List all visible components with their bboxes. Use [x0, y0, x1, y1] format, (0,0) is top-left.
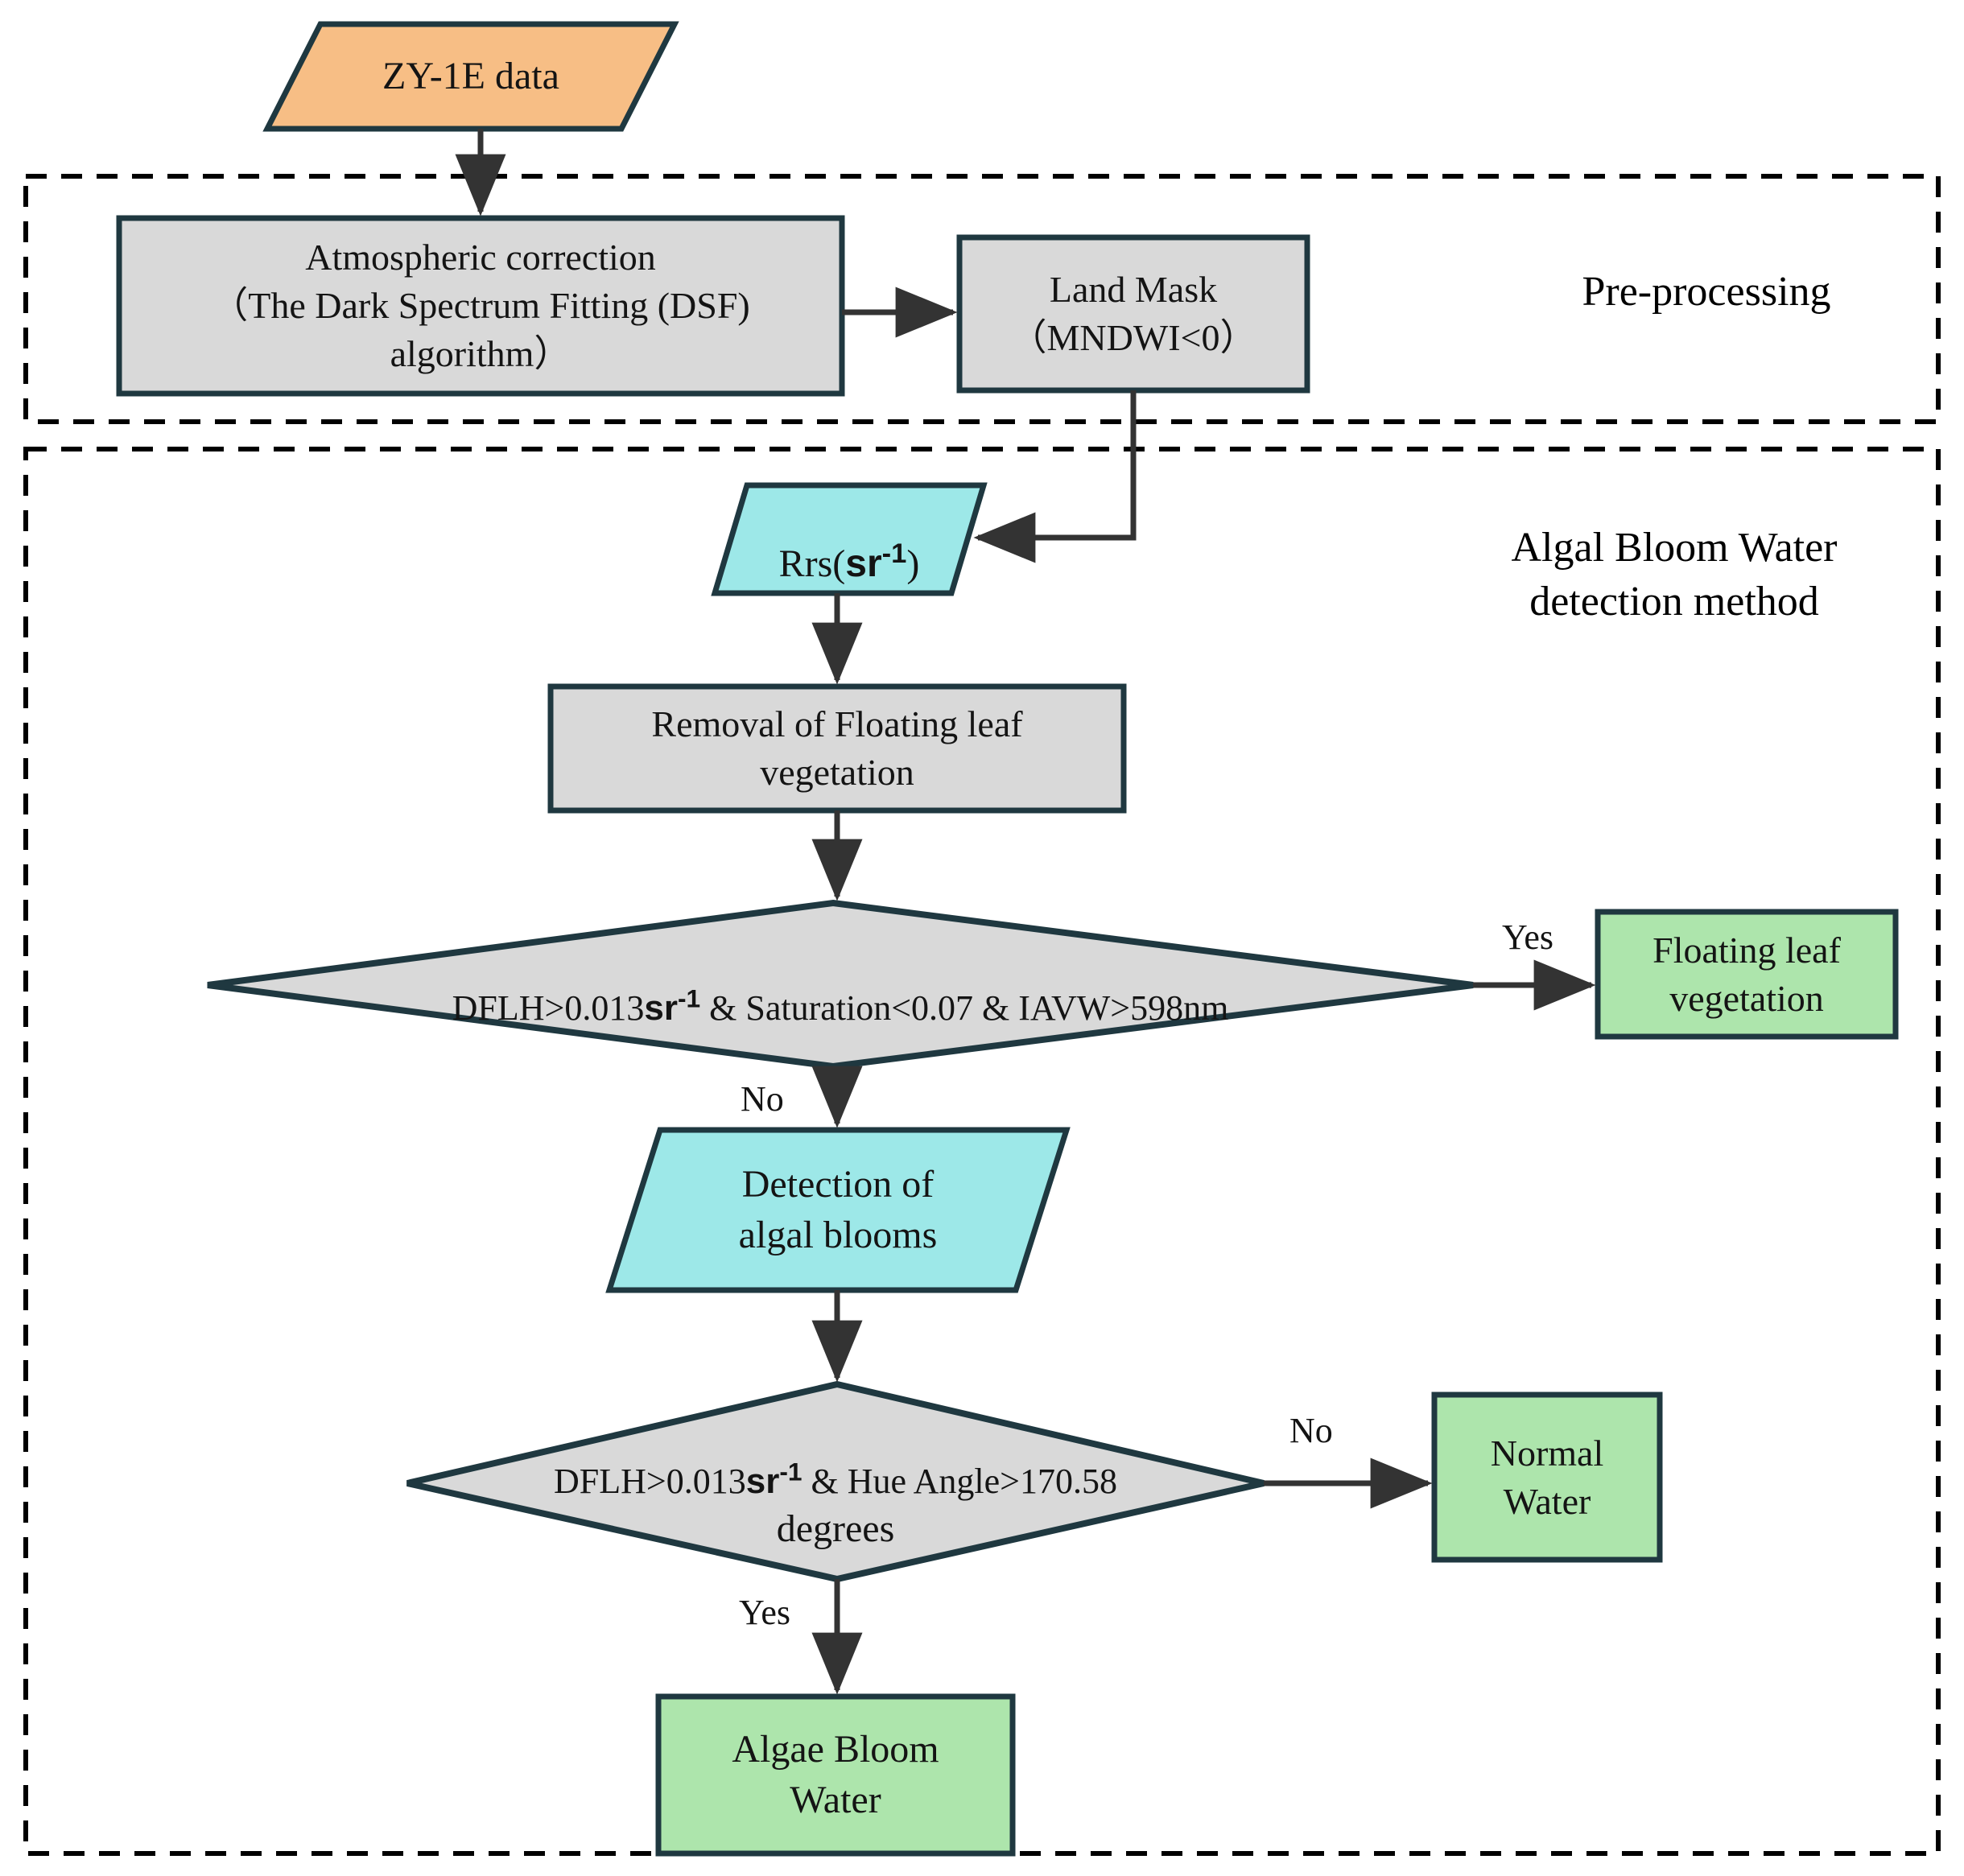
preprocessing-group-box: [23, 174, 1941, 424]
edge-label-decision2-yes: Yes: [739, 1593, 791, 1632]
algae-bloom-water-result-shape: [655, 1693, 1016, 1857]
edge-label-decision2-no: No: [1289, 1411, 1333, 1450]
decision2-unit-sr: sr-1: [745, 1457, 803, 1501]
decision-2-shape: [406, 1380, 1265, 1583]
decision-1-label: DFLH>0.013sr-1 & Saturation<0.07 & IAVW>…: [208, 956, 1473, 1028]
detection-algal-blooms-label: Detection of algal blooms: [738, 1163, 938, 1256]
decision2-part2: & Hue Angle>170.58: [802, 1461, 1117, 1501]
edge-label-decision1-no: No: [741, 1079, 784, 1119]
rrs-unit-sr: sr-1: [845, 538, 907, 585]
detection-group-label: Algal Bloom Water detection method: [1511, 525, 1838, 625]
land-mask-label: Land Mask （MNDWI<0）: [1009, 269, 1257, 358]
decision1-part2: & Saturation<0.07 & IAVW>598nm: [700, 988, 1229, 1028]
edge-landmask-to-rrs: [973, 390, 1137, 563]
normal-water-result-label: Normal Water: [1490, 1432, 1604, 1522]
floating-leaf-vegetation-result-shape: [1595, 909, 1899, 1040]
decision-2-label: DFLH>0.013sr-1 & Hue Angle>170.58 degree…: [407, 1426, 1264, 1550]
atmospheric-correction-label: Atmospheric correction （The Dark Spectru…: [211, 237, 750, 374]
edge-label-decision1-yes: Yes: [1502, 917, 1554, 957]
decision2-part3: degrees: [776, 1507, 895, 1550]
zy1e-data-label: ZY-1E data: [382, 54, 559, 97]
decision1-part1: DFLH>0.013: [452, 988, 645, 1028]
atmospheric-correction-shape: [116, 215, 845, 397]
floating-leaf-vegetation-result-label: Floating leaf vegetation: [1652, 929, 1841, 1019]
rrs-suffix: ): [906, 542, 920, 585]
detection-algal-blooms-shape: [605, 1127, 1071, 1293]
rrs-data-label: Rrs(sr-1): [715, 485, 984, 593]
removal-floating-leaf-shape: [547, 683, 1127, 814]
removal-floating-leaf-label: Removal of Floating leaf vegetation: [651, 703, 1023, 793]
rrs-prefix: Rrs(: [778, 542, 846, 585]
decision1-unit-sr: sr-1: [644, 983, 701, 1028]
land-mask-shape: [956, 234, 1310, 394]
normal-water-result-shape: [1431, 1392, 1663, 1563]
preprocessing-group-label: Pre-processing: [1582, 269, 1831, 315]
detection-group-box: [23, 447, 1941, 1856]
rrs-data-shape: [711, 482, 988, 596]
decision2-part1: DFLH>0.013: [554, 1461, 746, 1501]
zy1e-data-shape: [262, 21, 679, 132]
decision-1-shape: [207, 899, 1474, 1070]
algae-bloom-water-result-label: Algae Bloom Water: [732, 1728, 939, 1821]
